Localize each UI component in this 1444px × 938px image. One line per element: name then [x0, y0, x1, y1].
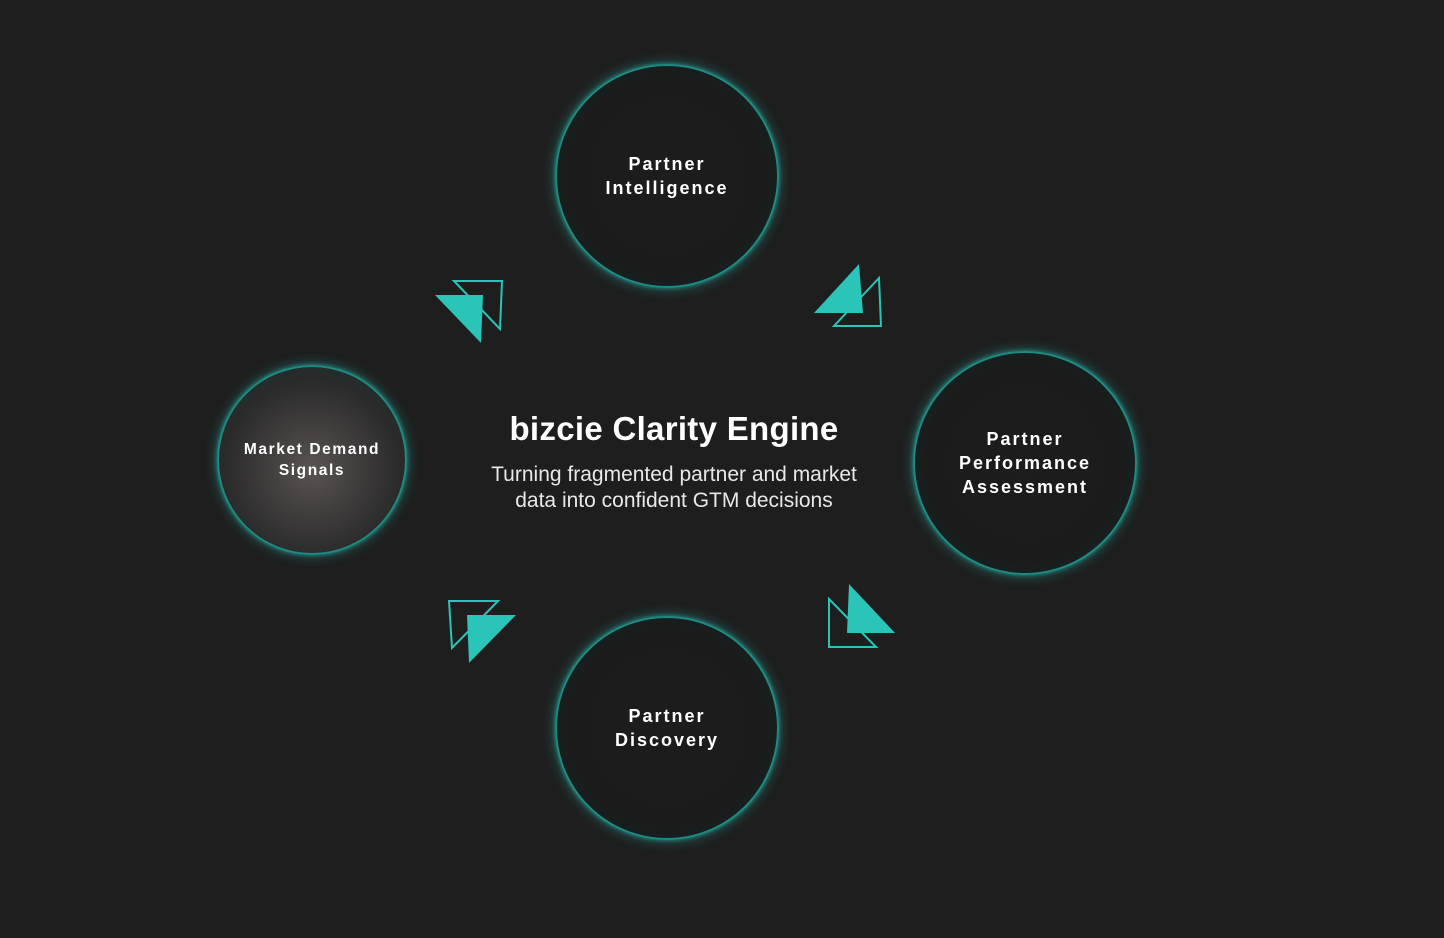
cycle-arrow-icon [828, 584, 895, 648]
node-label: Partner Intelligence [605, 154, 729, 198]
cycle-arrow-icon [814, 264, 883, 327]
center-title: bizcie Clarity Engine [509, 410, 839, 447]
center-block: bizcie Clarity Engine Turning fragmented… [454, 410, 894, 514]
cycle-arrow-icon [435, 280, 504, 343]
node-market-demand-signals[interactable]: Market Demand Signals [217, 365, 407, 555]
node-partner-performance-assessment[interactable]: Partner Performance Assessment [913, 351, 1137, 575]
center-subtitle: Turning fragmented partner and market da… [491, 463, 857, 512]
node-label: Partner Performance Assessment [958, 429, 1092, 497]
node-label: Partner Discovery [614, 706, 720, 750]
node-partner-discovery[interactable]: Partner Discovery [555, 616, 779, 840]
node-partner-intelligence[interactable]: Partner Intelligence [555, 64, 779, 288]
cycle-arrow-icon [447, 600, 516, 663]
node-label: Market Demand Signals [243, 441, 381, 479]
